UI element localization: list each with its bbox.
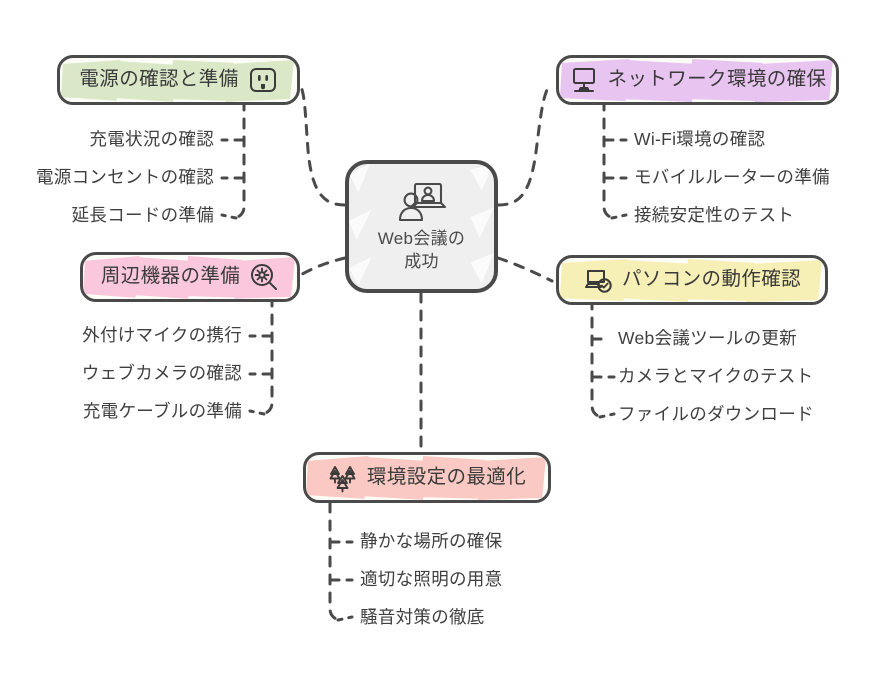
sub-item-pccheck-1[interactable]: カメラとマイクのテスト (618, 366, 814, 386)
branch-node-power[interactable]: 電源の確認と準備 (57, 55, 300, 105)
sub-item-pccheck-0[interactable]: Web会議ツールの更新 (618, 328, 797, 348)
sub-item-network-0[interactable]: Wi-Fi環境の確認 (634, 129, 766, 149)
sub-item-peripherals-1[interactable]: ウェブカメラの確認 (81, 363, 242, 383)
sub-item-network-1[interactable]: モバイルルーターの準備 (634, 167, 830, 187)
sub-item-power-2[interactable]: 延長コードの準備 (71, 205, 214, 225)
desktop-monitor-icon (569, 65, 599, 95)
sub-item-network-2[interactable]: 接続安定性のテスト (634, 205, 795, 225)
video-call-person-icon (395, 180, 447, 224)
sub-item-pccheck-2[interactable]: ファイルのダウンロード (618, 404, 814, 424)
central-node-label: Web会議の 成功 (378, 228, 465, 274)
branch-node-peripherals-label: 周辺機器の準備 (100, 265, 241, 288)
branch-node-environment-label: 環境設定の最適化 (366, 465, 527, 488)
pccheck-highlight (559, 258, 823, 302)
sub-item-environment-2[interactable]: 騒音対策の徹底 (360, 607, 485, 627)
sub-item-environment-1[interactable]: 適切な照明の用意 (360, 569, 503, 589)
branch-node-network[interactable]: ネットワーク環境の確保 (556, 55, 839, 105)
sub-item-power-1[interactable]: 電源コンセントの確認 (36, 167, 214, 187)
central-node-label-line1: Web会議の (377, 228, 466, 248)
center-texture (349, 164, 494, 286)
gear-magnifier-icon (249, 262, 279, 292)
branch-node-pccheck[interactable]: パソコンの動作確認 (556, 255, 828, 305)
power-outlet-icon (248, 65, 278, 95)
power-highlight (60, 59, 294, 102)
pine-trees-icon (328, 463, 358, 493)
environment-highlight (306, 455, 547, 500)
sub-item-peripherals-0[interactable]: 外付けマイクの携行 (82, 325, 242, 345)
branch-node-environment[interactable]: 環境設定の最適化 (303, 452, 551, 503)
sub-item-power-0[interactable]: 充電状況の確認 (89, 129, 214, 149)
peripherals-highlight (83, 255, 295, 299)
branch-node-power-label: 電源の確認と準備 (79, 68, 239, 91)
laptop-check-icon (583, 265, 613, 295)
branch-node-peripherals[interactable]: 周辺機器の準備 (80, 252, 300, 302)
branch-node-pccheck-label: パソコンの動作確認 (621, 268, 802, 291)
sub-item-environment-0[interactable]: 静かな場所の確保 (360, 531, 503, 551)
central-node[interactable]: Web会議の 成功 (345, 160, 498, 293)
sub-item-peripherals-2[interactable]: 充電ケーブルの準備 (82, 401, 242, 421)
central-node-label-line2: 成功 (404, 251, 439, 271)
branch-node-network-label: ネットワーク環境の確保 (607, 68, 827, 91)
